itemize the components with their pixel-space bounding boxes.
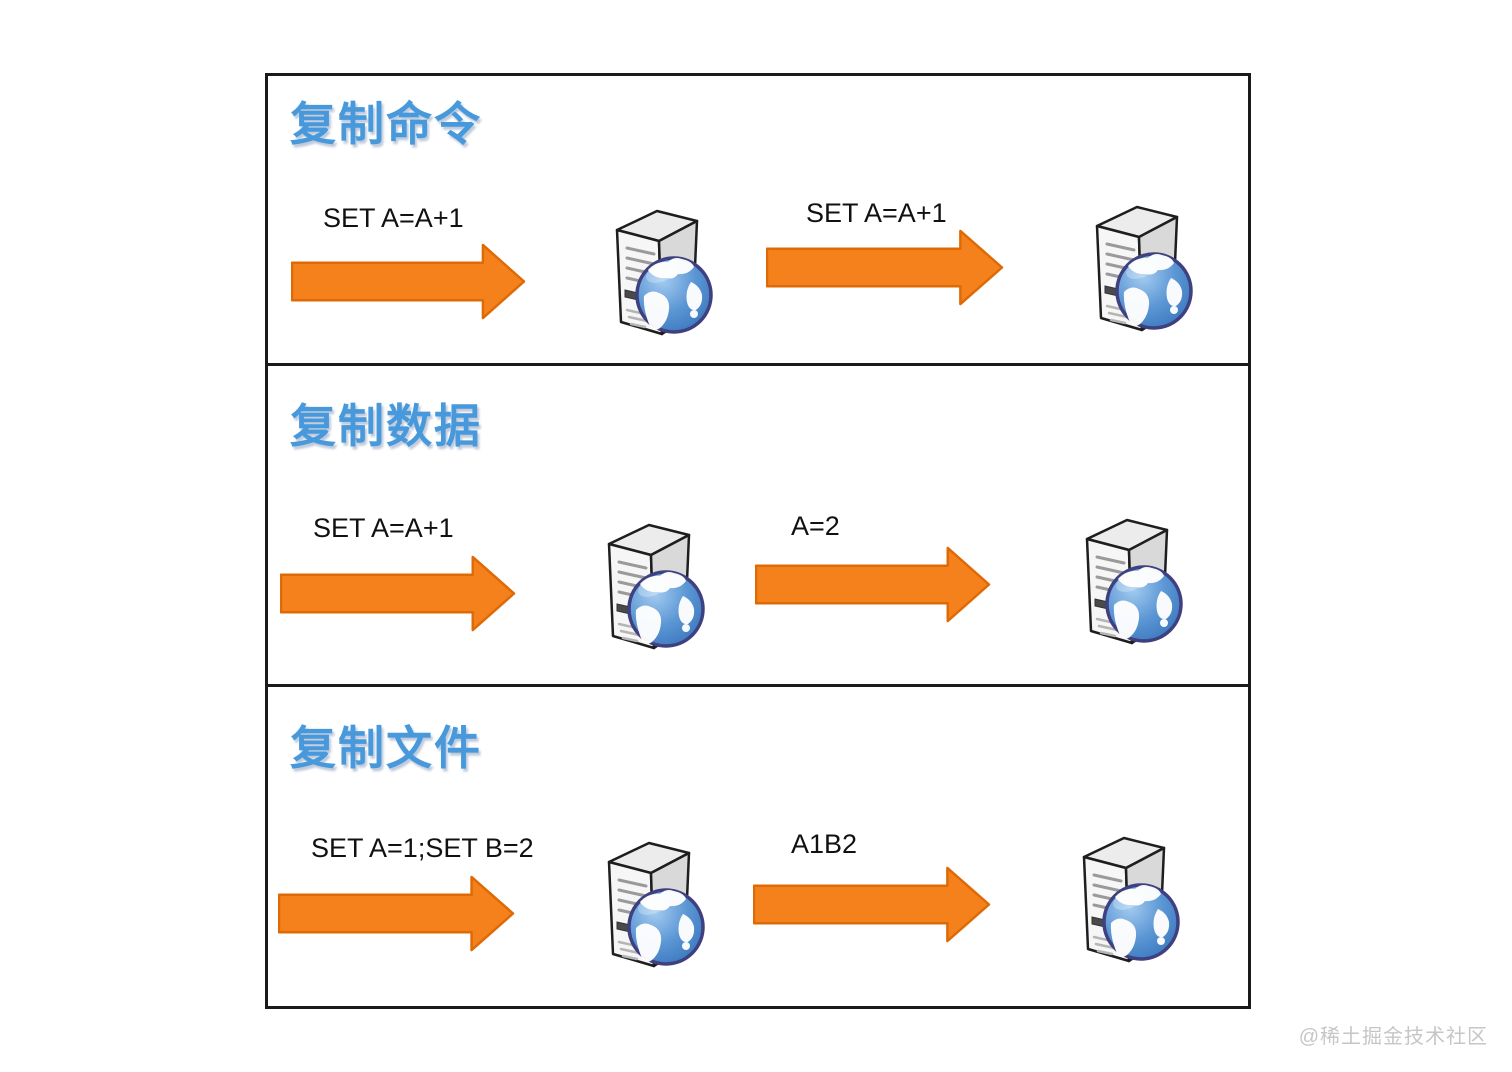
arrow-right-icon xyxy=(755,546,991,623)
arrow-right-icon xyxy=(766,229,1004,306)
arrow-right-icon xyxy=(278,875,515,952)
server-icon xyxy=(607,523,705,650)
section-replicate-file: 复制文件 SET A=1;SET B=2 A1B2 xyxy=(268,684,1248,1006)
source-command-label: SET A=A+1 xyxy=(323,203,464,233)
section-title: 复制数据 xyxy=(290,400,482,452)
transfer-payload-label: A1B2 xyxy=(791,829,858,859)
diagram-border: 复制命令 SET A=A+1 SET A=A+1 复制数据 SET A=A+1 … xyxy=(265,73,1251,1009)
section-replicate-data: 复制数据 SET A=A+1 A=2 xyxy=(268,363,1248,684)
server-icon xyxy=(615,209,713,336)
server-icon xyxy=(1085,518,1183,645)
section-title: 复制文件 xyxy=(290,722,482,774)
transfer-payload-label: SET A=A+1 xyxy=(806,198,947,228)
source-command-label: SET A=A+1 xyxy=(313,513,454,543)
server-icon xyxy=(607,841,705,968)
section-title: 复制命令 xyxy=(290,98,482,150)
watermark: @稀土掘金技术社区 xyxy=(1298,1026,1488,1048)
source-command-label: SET A=1;SET B=2 xyxy=(311,833,534,863)
arrow-right-icon xyxy=(291,243,526,320)
transfer-payload-label: A=2 xyxy=(791,511,840,541)
server-icon xyxy=(1082,836,1180,963)
server-icon xyxy=(1095,205,1193,332)
arrow-right-icon xyxy=(280,555,516,632)
arrow-right-icon xyxy=(753,866,991,943)
section-replicate-command: 复制命令 SET A=A+1 SET A=A+1 xyxy=(268,76,1248,363)
